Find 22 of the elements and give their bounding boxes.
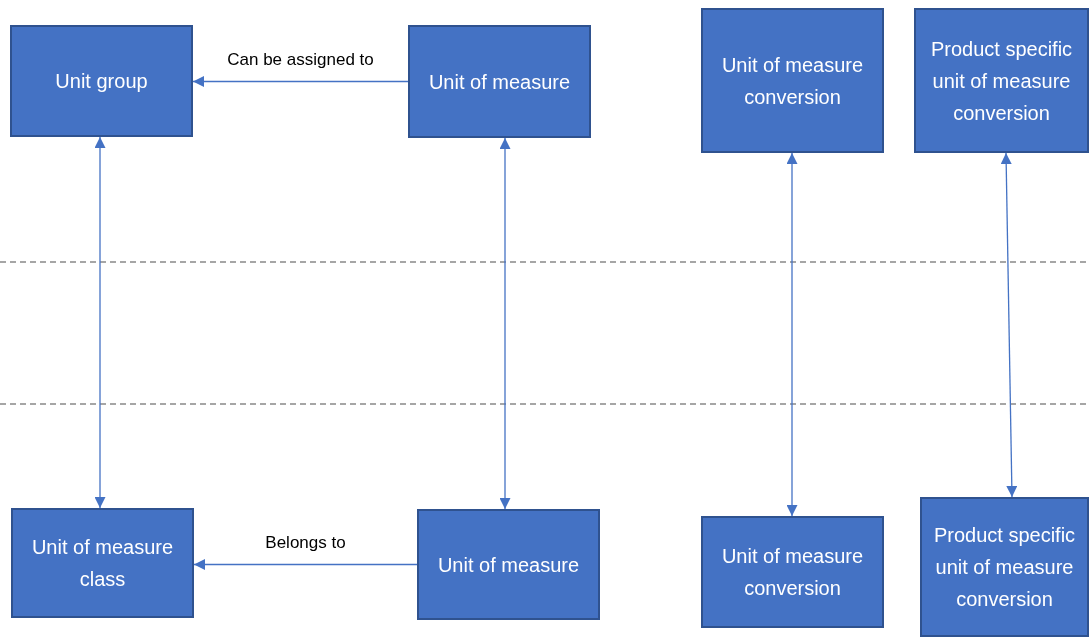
arrow: [786, 152, 798, 517]
entity-box: [701, 516, 884, 628]
entity-name: Unit of measure: [436, 552, 581, 578]
entity-name: Unit of measure conversion: [720, 52, 865, 110]
arrow: [192, 76, 409, 87]
entity-box: [920, 497, 1089, 637]
arrow: [193, 559, 418, 570]
entity-box: [10, 25, 193, 137]
entity-name: Unit of measure class: [30, 535, 175, 592]
entity-name: Unit of measure: [427, 69, 572, 95]
entity-name: Product specific unit of measure conversion: [932, 523, 1077, 612]
entity-name: Unit of measure conversion: [720, 544, 865, 601]
entity-box: [914, 8, 1089, 153]
arrow: [1000, 152, 1018, 498]
entity-name: Unit group: [54, 69, 149, 94]
entity-box: [408, 25, 591, 138]
entity-name: Product specific unit of measure conversion: [929, 36, 1074, 126]
arrow: [94, 136, 106, 509]
arrow: [499, 137, 511, 510]
entity-box: [417, 509, 600, 620]
entity-box: [11, 508, 194, 618]
entity-box: [701, 8, 884, 153]
